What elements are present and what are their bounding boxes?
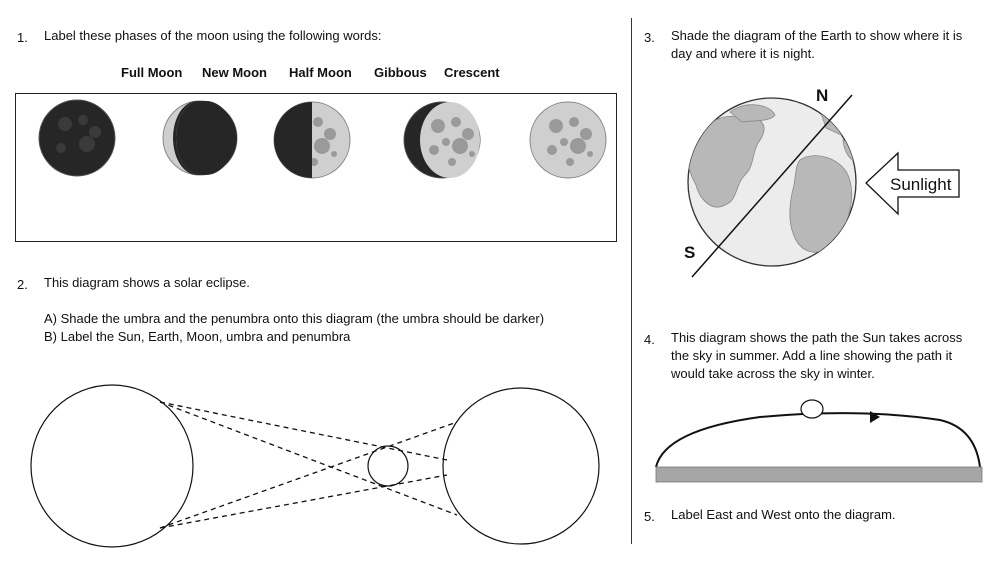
moon-phase-2 (162, 100, 238, 176)
eclipse-dashed-lines (159, 401, 458, 529)
south-label: S (684, 243, 695, 262)
north-label: N (816, 86, 828, 105)
q3-line2: day and where it is night. (671, 46, 815, 61)
ground-bar (655, 466, 983, 483)
sunlight-arrow (865, 151, 960, 216)
q2-number: 2. (17, 277, 28, 292)
path-direction-arrow (870, 411, 880, 423)
q3-number: 3. (644, 30, 655, 45)
q4-number: 4. (644, 332, 655, 347)
moon-phases-box (15, 93, 617, 242)
word-gibbous: Gibbous (374, 65, 427, 80)
moon-phase-5 (529, 101, 607, 179)
moon-phase-4 (403, 101, 481, 179)
q1-number: 1. (17, 30, 28, 45)
word-half-moon: Half Moon (289, 65, 352, 80)
column-divider (631, 18, 632, 544)
q4-line2: the sky in summer. Add a line showing th… (671, 348, 953, 363)
earth-axis (691, 94, 853, 278)
q5-number: 5. (644, 509, 655, 524)
word-new-moon: New Moon (202, 65, 267, 80)
word-crescent: Crescent (444, 65, 500, 80)
q2-part-b: B) Label the Sun, Earth, Moon, umbra and… (44, 329, 351, 344)
q1-text: Label these phases of the moon using the… (44, 28, 382, 43)
q2-text: This diagram shows a solar eclipse. (44, 275, 250, 290)
word-full-moon: Full Moon (121, 65, 183, 80)
q5-text: Label East and West onto the diagram. (671, 507, 896, 522)
summer-sun-path (655, 412, 981, 468)
eclipse-left-circle (30, 384, 194, 548)
eclipse-middle-circle (367, 445, 409, 487)
q4-line1: This diagram shows the path the Sun take… (671, 330, 963, 345)
moon-phase-3 (273, 101, 351, 179)
moon-phase-1 (38, 99, 116, 177)
q4-line3: would take across the sky in winter. (671, 366, 875, 381)
q2-part-a: A) Shade the umbra and the penumbra onto… (44, 311, 545, 326)
earth-continents (688, 104, 856, 253)
eclipse-right-circle (442, 387, 600, 545)
sun-circle (800, 399, 824, 419)
sunlight-label: Sunlight (890, 175, 952, 194)
q3-line1: Shade the diagram of the Earth to show w… (671, 28, 963, 43)
